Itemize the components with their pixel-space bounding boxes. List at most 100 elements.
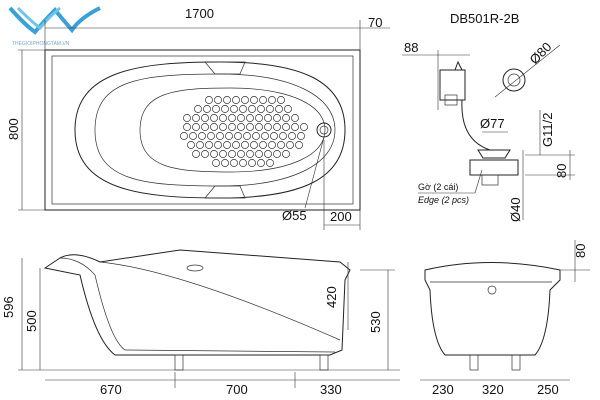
anti-slip-dot	[214, 96, 222, 104]
dim-plug-dia: Ø77	[480, 116, 505, 131]
anti-slip-dot	[273, 150, 281, 158]
anti-slip-dot	[266, 105, 274, 113]
anti-slip-dot	[228, 150, 236, 158]
dim-length: 1700	[185, 6, 214, 21]
anti-slip-dot	[237, 123, 245, 131]
anti-slip-dot	[291, 114, 299, 122]
anti-slip-dot	[268, 141, 276, 149]
anti-slip-dot	[219, 114, 227, 122]
anti-slip-dot	[259, 141, 267, 149]
anti-slip-dot	[212, 105, 220, 113]
anti-slip-dot	[275, 105, 283, 113]
anti-slip-dot	[210, 123, 218, 131]
anti-slip-dot	[194, 105, 202, 113]
drain-detail: DB501R-2B 88 Ø80 Ø77 G11/2 80 Ø40 Gờ (2 …	[402, 11, 575, 222]
dim-rim: 80	[573, 244, 588, 258]
anti-slip-dot	[243, 132, 251, 140]
anti-slip-dot	[234, 132, 242, 140]
anti-slip-dot	[241, 141, 249, 149]
anti-slip-dot	[239, 105, 247, 113]
dim-thread: G11/2	[540, 113, 555, 147]
anti-slip-dot	[266, 159, 274, 167]
anti-slip-dot	[270, 132, 278, 140]
edge-label-vi: Gờ (2 cái)	[418, 182, 458, 192]
anti-slip-dot	[187, 141, 195, 149]
anti-slip-dot	[228, 114, 236, 122]
anti-slip-dot	[252, 132, 260, 140]
anti-slip-dot	[221, 159, 229, 167]
dim-offset: 88	[404, 40, 418, 55]
anti-slip-dot	[237, 150, 245, 158]
dim-pipe-dia: Ø40	[508, 197, 523, 222]
anti-slip-dot	[180, 132, 188, 140]
anti-slip-dot	[288, 132, 296, 140]
dim-height-end: 530	[368, 311, 383, 333]
anti-slip-dot	[219, 123, 227, 131]
anti-slip-dot	[246, 150, 254, 158]
anti-slip-dot	[248, 159, 256, 167]
anti-slip-dot	[223, 141, 231, 149]
anti-slip-dot	[264, 150, 272, 158]
anti-slip-dot	[259, 96, 267, 104]
side-view: 596 500 420 530 670 700 330	[1, 249, 400, 397]
edge-label-en: Edge (2 pcs)	[418, 195, 469, 205]
anti-slip-dot	[282, 123, 290, 131]
anti-slip-dot	[203, 105, 211, 113]
anti-slip-dot	[205, 141, 213, 149]
anti-slip-dot	[219, 150, 227, 158]
dim-seg2: 700	[226, 382, 248, 397]
dim-drain-dia: Ø55	[282, 208, 307, 223]
top-view: 1700 70 800 Ø55 200	[6, 6, 390, 230]
dim-height: 80	[554, 164, 569, 178]
anti-slip-dot	[297, 132, 305, 140]
dim-height-total: 596	[1, 296, 16, 318]
anti-slip-dot	[221, 105, 229, 113]
dim-end-seg2: 320	[482, 382, 504, 397]
dim-drain-offset: 200	[330, 209, 352, 224]
anti-slip-dot	[210, 150, 218, 158]
anti-slip-dot	[225, 132, 233, 140]
dim-seg3: 330	[320, 382, 342, 397]
anti-slip-dot	[205, 96, 213, 104]
anti-slip-dot	[207, 132, 215, 140]
anti-slip-dot	[250, 96, 258, 104]
anti-slip-dot	[192, 114, 200, 122]
anti-slip-dots	[180, 96, 308, 167]
dim-depth: 420	[324, 286, 339, 308]
anti-slip-dot	[255, 114, 263, 122]
dim-seg1: 670	[100, 382, 122, 397]
anti-slip-dot	[264, 123, 272, 131]
anti-slip-dot	[273, 123, 281, 131]
anti-slip-dot	[192, 123, 200, 131]
anti-slip-dot	[277, 141, 285, 149]
svg-text:THEGIOIPHONGTAM.VN: THEGIOIPHONGTAM.VN	[12, 41, 70, 47]
anti-slip-dot	[192, 150, 200, 158]
anti-slip-dot	[250, 141, 258, 149]
anti-slip-dot	[300, 123, 308, 131]
anti-slip-dot	[257, 159, 265, 167]
model-number: DB501R-2B	[450, 11, 519, 26]
anti-slip-dot	[261, 132, 269, 140]
anti-slip-dot	[286, 141, 294, 149]
anti-slip-dot	[255, 150, 263, 158]
anti-slip-dot	[189, 132, 197, 140]
anti-slip-dot	[198, 132, 206, 140]
anti-slip-dot	[295, 141, 303, 149]
anti-slip-dot	[273, 114, 281, 122]
dim-edge: 70	[368, 15, 382, 30]
anti-slip-dot	[232, 96, 240, 104]
anti-slip-dot	[246, 123, 254, 131]
anti-slip-dot	[255, 123, 263, 131]
dim-end-seg3: 250	[537, 382, 559, 397]
anti-slip-dot	[214, 141, 222, 149]
anti-slip-dot	[196, 141, 204, 149]
anti-slip-dot	[183, 123, 191, 131]
dim-cap-dia: Ø80	[527, 39, 555, 67]
dim-height-body: 500	[24, 310, 39, 332]
dim-end-seg1: 230	[432, 382, 454, 397]
anti-slip-dot	[216, 132, 224, 140]
anti-slip-dot	[279, 132, 287, 140]
anti-slip-dot	[201, 123, 209, 131]
anti-slip-dot	[230, 159, 238, 167]
